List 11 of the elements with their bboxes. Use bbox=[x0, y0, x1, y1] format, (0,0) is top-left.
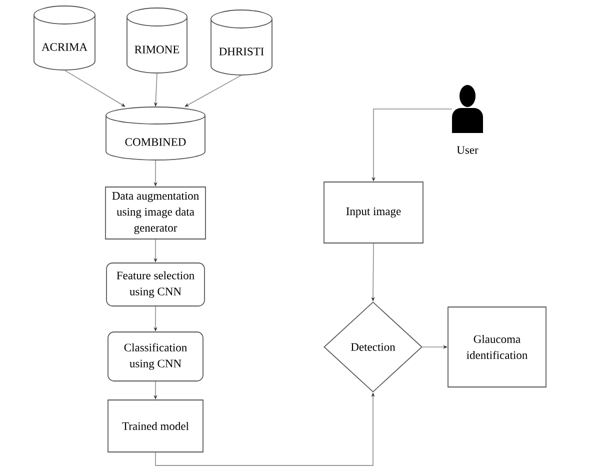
process-box: Trained model bbox=[108, 400, 204, 452]
process-box: Input image bbox=[324, 182, 424, 244]
database-cylinder: DHRISTI bbox=[210, 10, 272, 76]
rounded-box: Feature selection using CNN bbox=[106, 262, 205, 306]
node-label: User bbox=[456, 146, 478, 154]
database-cylinder: COMBINED bbox=[106, 106, 206, 160]
database-cylinder: ACRIMA bbox=[34, 6, 96, 70]
process-box: Glaucoma identification bbox=[448, 306, 546, 388]
database-cylinder: RIMONE bbox=[126, 8, 188, 74]
process-box: Data augmentation using image data generator bbox=[105, 186, 206, 240]
rounded-box: Classification using CNN bbox=[108, 332, 204, 382]
